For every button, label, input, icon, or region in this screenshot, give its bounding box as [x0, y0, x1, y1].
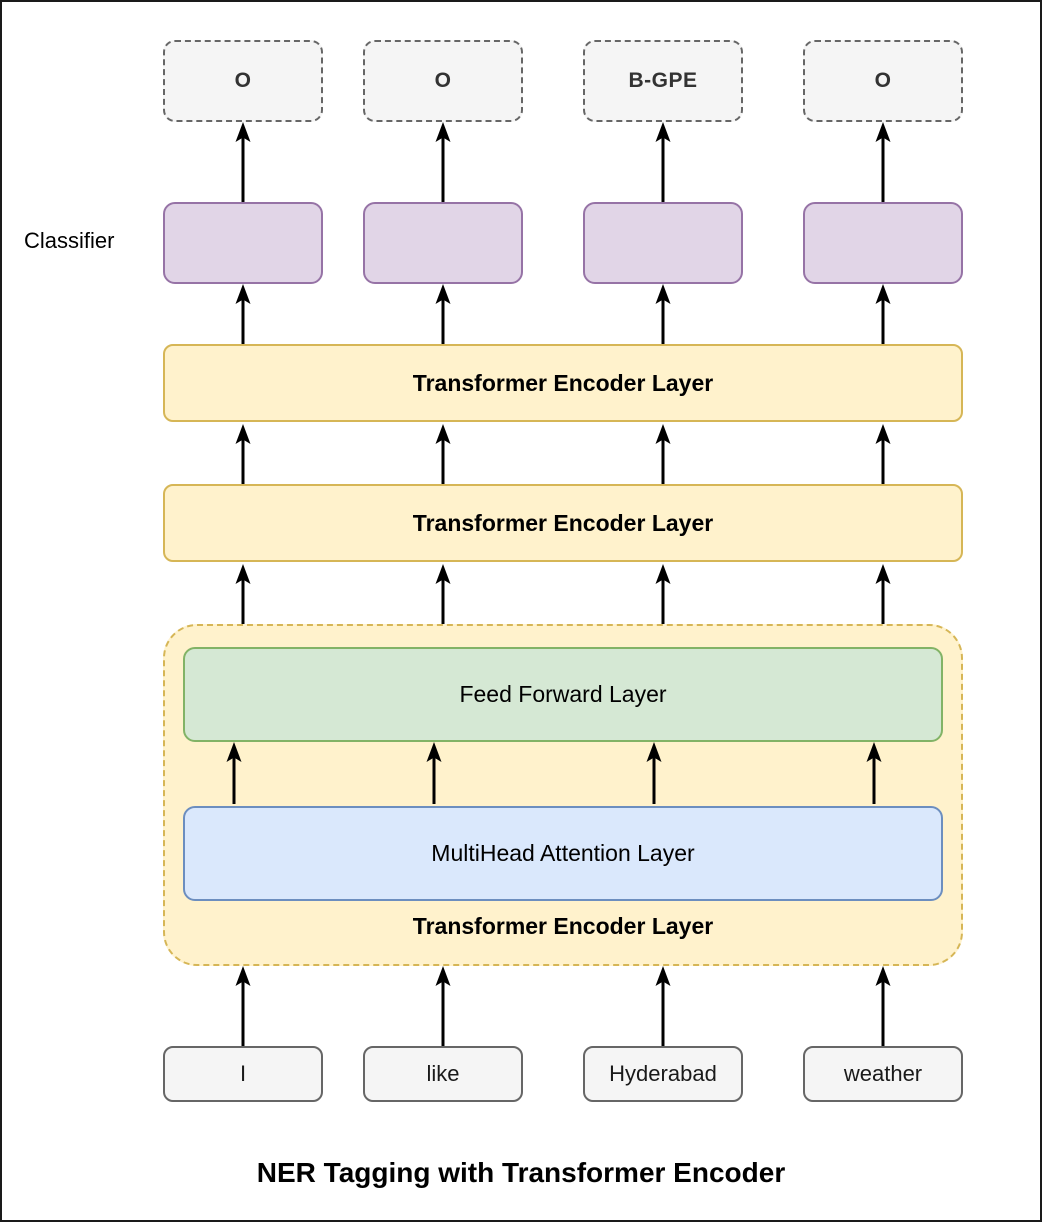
classifier-box-3 — [583, 202, 743, 284]
transformer-encoder-bar-label: Transformer Encoder Layer — [412, 369, 714, 396]
input-token-box-4: weather — [803, 1046, 963, 1102]
transformer-encoder-expanded-label: Transformer Encoder Layer — [412, 913, 714, 939]
arrow-expanded-to-encoder2-2 — [432, 564, 454, 624]
transformer-encoder-expanded: Feed Forward Layer MultiHead Attention L… — [163, 624, 963, 966]
input-token-box-2: like — [363, 1046, 523, 1102]
arrow-expanded-to-encoder2-4 — [872, 564, 894, 624]
arrow-encoder2-to-encoder1-2 — [432, 424, 454, 484]
classifier-row-label: Classifier — [24, 228, 115, 253]
output-tag-box-4: O — [803, 40, 963, 122]
arrow-classifier-to-tag-3 — [652, 122, 674, 202]
multihead-attention-layer-label: MultiHead Attention Layer — [431, 840, 695, 866]
arrow-classifier-to-tag-2 — [432, 122, 454, 202]
arrow-classifier-to-tag-1 — [232, 122, 254, 202]
output-tag-box-2: O — [363, 40, 523, 122]
arrow-encoder1-to-classifier-4 — [872, 284, 894, 344]
arrow-attention-to-ff-1 — [223, 742, 245, 804]
output-tag-box-3: B-GPE — [583, 40, 743, 122]
input-token-box-3: Hyderabad — [583, 1046, 743, 1102]
arrow-token-to-encoder-4 — [872, 966, 894, 1046]
arrow-expanded-to-encoder2-1 — [232, 564, 254, 624]
arrow-encoder2-to-encoder1-1 — [232, 424, 254, 484]
arrow-encoder2-to-encoder1-4 — [872, 424, 894, 484]
input-token-label: like — [426, 1061, 460, 1086]
output-tag-label: O — [434, 69, 452, 92]
output-tag-label: O — [234, 69, 252, 92]
input-token-label: Hyderabad — [609, 1061, 717, 1086]
arrow-encoder2-to-encoder1-3 — [652, 424, 674, 484]
arrow-encoder1-to-classifier-1 — [232, 284, 254, 344]
arrow-token-to-encoder-1 — [232, 966, 254, 1046]
arrow-token-to-encoder-3 — [652, 966, 674, 1046]
classifier-box-4 — [803, 202, 963, 284]
arrow-encoder1-to-classifier-3 — [652, 284, 674, 344]
input-token-label: weather — [843, 1061, 923, 1086]
arrow-classifier-to-tag-4 — [872, 122, 894, 202]
arrow-attention-to-ff-2 — [423, 742, 445, 804]
feed-forward-layer-box: Feed Forward Layer — [183, 647, 943, 742]
arrow-encoder1-to-classifier-2 — [432, 284, 454, 344]
multihead-attention-layer-box: MultiHead Attention Layer — [183, 806, 943, 901]
output-tag-label: O — [874, 69, 892, 92]
arrow-expanded-to-encoder2-3 — [652, 564, 674, 624]
output-tag-box-1: O — [163, 40, 323, 122]
classifier-box-1 — [163, 202, 323, 284]
classifier-box-2 — [363, 202, 523, 284]
output-tag-label: B-GPE — [628, 69, 698, 92]
arrow-attention-to-ff-3 — [643, 742, 665, 804]
transformer-encoder-bar-label: Transformer Encoder Layer — [412, 509, 714, 536]
input-token-box-1: I — [163, 1046, 323, 1102]
input-token-label: I — [239, 1061, 247, 1086]
diagram-caption: NER Tagging with Transformer Encoder — [256, 1157, 786, 1188]
arrow-attention-to-ff-4 — [863, 742, 885, 804]
transformer-encoder-bar-top: Transformer Encoder Layer — [163, 344, 963, 422]
feed-forward-layer-label: Feed Forward Layer — [459, 681, 667, 707]
transformer-encoder-bar-second: Transformer Encoder Layer — [163, 484, 963, 562]
arrow-token-to-encoder-2 — [432, 966, 454, 1046]
